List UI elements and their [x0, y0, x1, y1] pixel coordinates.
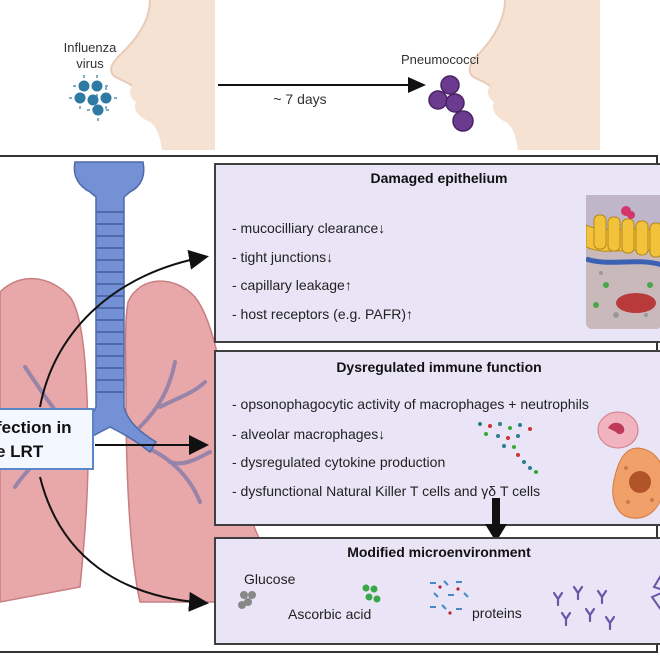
list-item: - alveolar macrophages↓ — [232, 426, 386, 442]
list-item: - dysfunctional Natural Killer T cells a… — [232, 483, 541, 499]
infection-label-line2: e LRT — [0, 442, 44, 461]
proteins-icon — [430, 580, 469, 615]
interval-label: ~ 7 days — [273, 91, 327, 107]
ascorbic-acid-label: Ascorbic acid — [288, 606, 372, 622]
arrow-to-micro-icon — [39, 476, 209, 612]
glucose-label: Glucose — [244, 571, 296, 587]
panel-title: Modified microenvironment — [347, 544, 531, 560]
glucose-icon — [238, 591, 256, 609]
cytokine-icon — [478, 422, 538, 474]
star-particle-icon — [650, 575, 660, 611]
list-item: - tight junctions↓ — [232, 249, 334, 265]
neutrophil-icon — [597, 411, 639, 449]
panel-title: Dysregulated immune function — [336, 359, 542, 375]
panel-modified-microenvironment: Modified microenvironment Glucose Ascorb… — [214, 537, 660, 645]
epithelium-image-icon — [586, 195, 660, 329]
ascorbic-acid-icon — [362, 584, 381, 603]
timeline-arrow-icon — [218, 77, 426, 93]
list-item: - mucocilliary clearance↓ — [232, 220, 386, 236]
panel-damaged-epithelium: Damaged epithelium - mucocilliary cleara… — [214, 163, 660, 343]
top-illustration — [69, 0, 600, 150]
down-arrow-icon: ↓ — [378, 220, 386, 236]
influenza-virus-icon — [69, 75, 117, 121]
panel-dysregulated-immune: Dysregulated immune function - opsonopha… — [214, 350, 660, 526]
pneumococci-label: Pneumococci — [400, 52, 480, 67]
face-right-icon — [468, 0, 600, 150]
down-arrow-icon: ↓ — [326, 249, 334, 265]
list-item: - dysregulated cytokine production — [232, 454, 446, 470]
connector-arrows — [39, 249, 209, 612]
down-arrow-icon: ↓ — [378, 426, 386, 442]
macrophage-icon — [612, 447, 660, 519]
list-item: - capillary leakage↑ — [232, 277, 352, 293]
face-left-icon — [110, 0, 215, 150]
pneumococci-icon — [428, 75, 474, 132]
list-item: - opsonophagocytic activity of macrophag… — [232, 396, 589, 412]
up-arrow-icon: ↑ — [344, 277, 352, 293]
proteins-label: proteins — [472, 605, 522, 621]
trachea-icon — [58, 161, 158, 454]
infection-label-box: fection in e LRT — [0, 408, 94, 470]
antibodies-icon — [552, 585, 616, 631]
panel-title: Damaged epithelium — [370, 170, 508, 186]
influenza-label: Influenza virus — [63, 40, 117, 71]
infection-label-line1: fection in — [0, 418, 72, 437]
arrow-to-damaged-icon — [39, 249, 209, 408]
list-item: - host receptors (e.g. PAFR)↑ — [232, 306, 414, 322]
up-arrow-icon: ↑ — [406, 306, 414, 322]
down-connector-icon — [485, 498, 507, 542]
